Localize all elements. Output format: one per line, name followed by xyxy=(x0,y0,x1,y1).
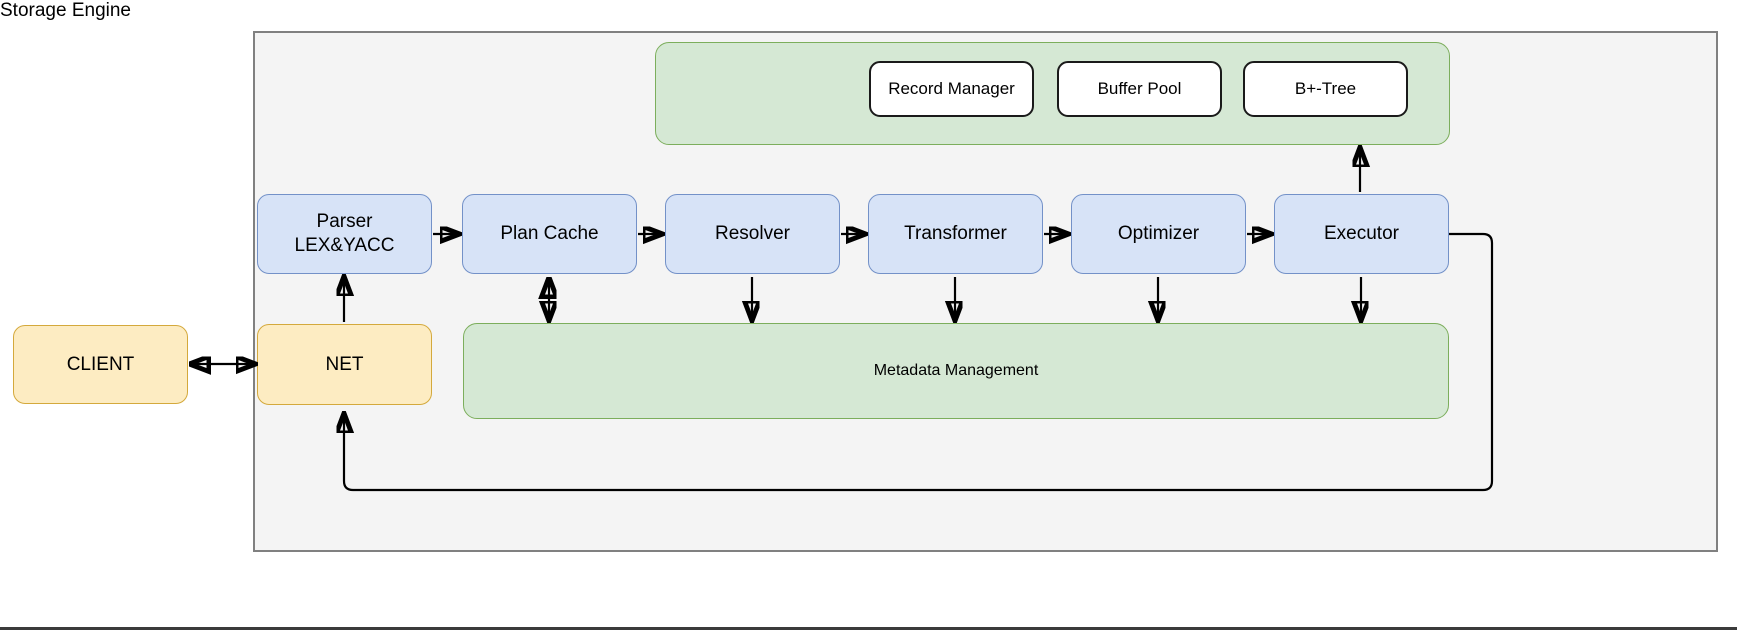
page-bottom-rule xyxy=(0,627,1737,630)
record-manager-node[interactable]: Record Manager xyxy=(869,61,1034,117)
parser-node[interactable]: Parser LEX&YACC xyxy=(257,194,432,274)
net-label: NET xyxy=(325,353,364,375)
resolver-node[interactable]: Resolver xyxy=(665,194,840,274)
record-manager-label: Record Manager xyxy=(888,79,1015,99)
optimizer-label: Optimizer xyxy=(1117,223,1200,245)
plan-cache-node[interactable]: Plan Cache xyxy=(462,194,637,274)
storage-engine-title: Storage Engine xyxy=(0,0,131,21)
client-label: CLIENT xyxy=(66,353,135,375)
resolver-label: Resolver xyxy=(715,223,790,245)
metadata-management-label: Metadata Management xyxy=(873,362,1039,379)
transformer-label: Transformer xyxy=(904,223,1007,245)
plan-cache-label: Plan Cache xyxy=(500,223,599,245)
metadata-management-band[interactable]: Metadata Management xyxy=(463,323,1449,419)
executor-node[interactable]: Executor xyxy=(1274,194,1449,274)
buffer-pool-label: Buffer Pool xyxy=(1097,79,1182,99)
parser-label: Parser LEX&YACC xyxy=(294,211,395,256)
buffer-pool-node[interactable]: Buffer Pool xyxy=(1057,61,1222,117)
transformer-node[interactable]: Transformer xyxy=(868,194,1043,274)
net-node[interactable]: NET xyxy=(257,324,432,405)
executor-label: Executor xyxy=(1324,223,1399,245)
client-node[interactable]: CLIENT xyxy=(13,325,188,404)
btree-label: B+-Tree xyxy=(1294,79,1357,99)
optimizer-node[interactable]: Optimizer xyxy=(1071,194,1246,274)
btree-node[interactable]: B+-Tree xyxy=(1243,61,1408,117)
